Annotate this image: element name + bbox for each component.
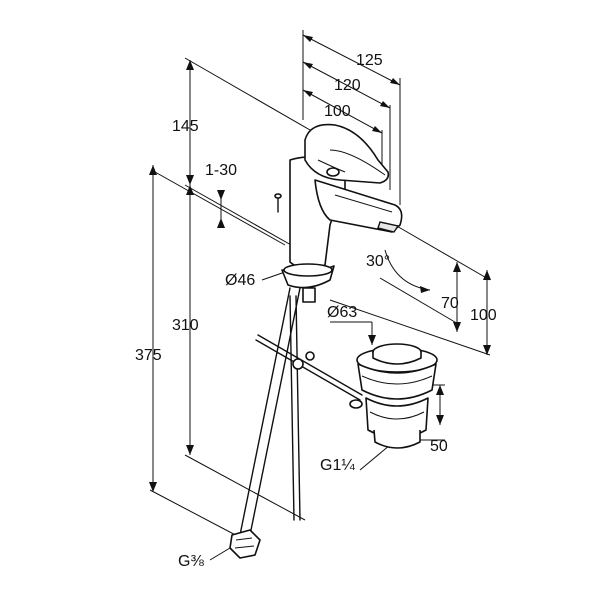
- dim-label-310: 310: [172, 317, 199, 334]
- faucet-body: [274, 123, 403, 303]
- dim-label-30-deg: 30°: [366, 253, 390, 270]
- supply-hoses: [229, 287, 301, 559]
- dim-label-50: 50: [430, 438, 448, 455]
- dim-label-dia-46: Ø46: [225, 272, 255, 289]
- dim-label-120: 120: [334, 77, 361, 94]
- dim-label-125: 125: [356, 52, 383, 69]
- drain-valve: [349, 343, 438, 449]
- thread-label-g114: G1¼: [320, 457, 355, 474]
- dim-label-100-top: 100: [324, 103, 351, 120]
- dim-label-70: 70: [441, 295, 459, 312]
- dim-label-145: 145: [172, 118, 199, 135]
- dim-label-100-right: 100: [470, 307, 497, 324]
- dim-label-1-30: 1-30: [205, 162, 237, 179]
- popup-rod: [255, 334, 363, 401]
- dimension-labels: 125 120 100 145 1-30 Ø46 Ø63 310 375 30°…: [135, 52, 497, 570]
- thread-label-g38: G⅜: [178, 553, 204, 570]
- dimension-lines: [149, 34, 491, 561]
- dim-label-375: 375: [135, 347, 162, 364]
- dim-label-dia-63: Ø63: [327, 304, 357, 321]
